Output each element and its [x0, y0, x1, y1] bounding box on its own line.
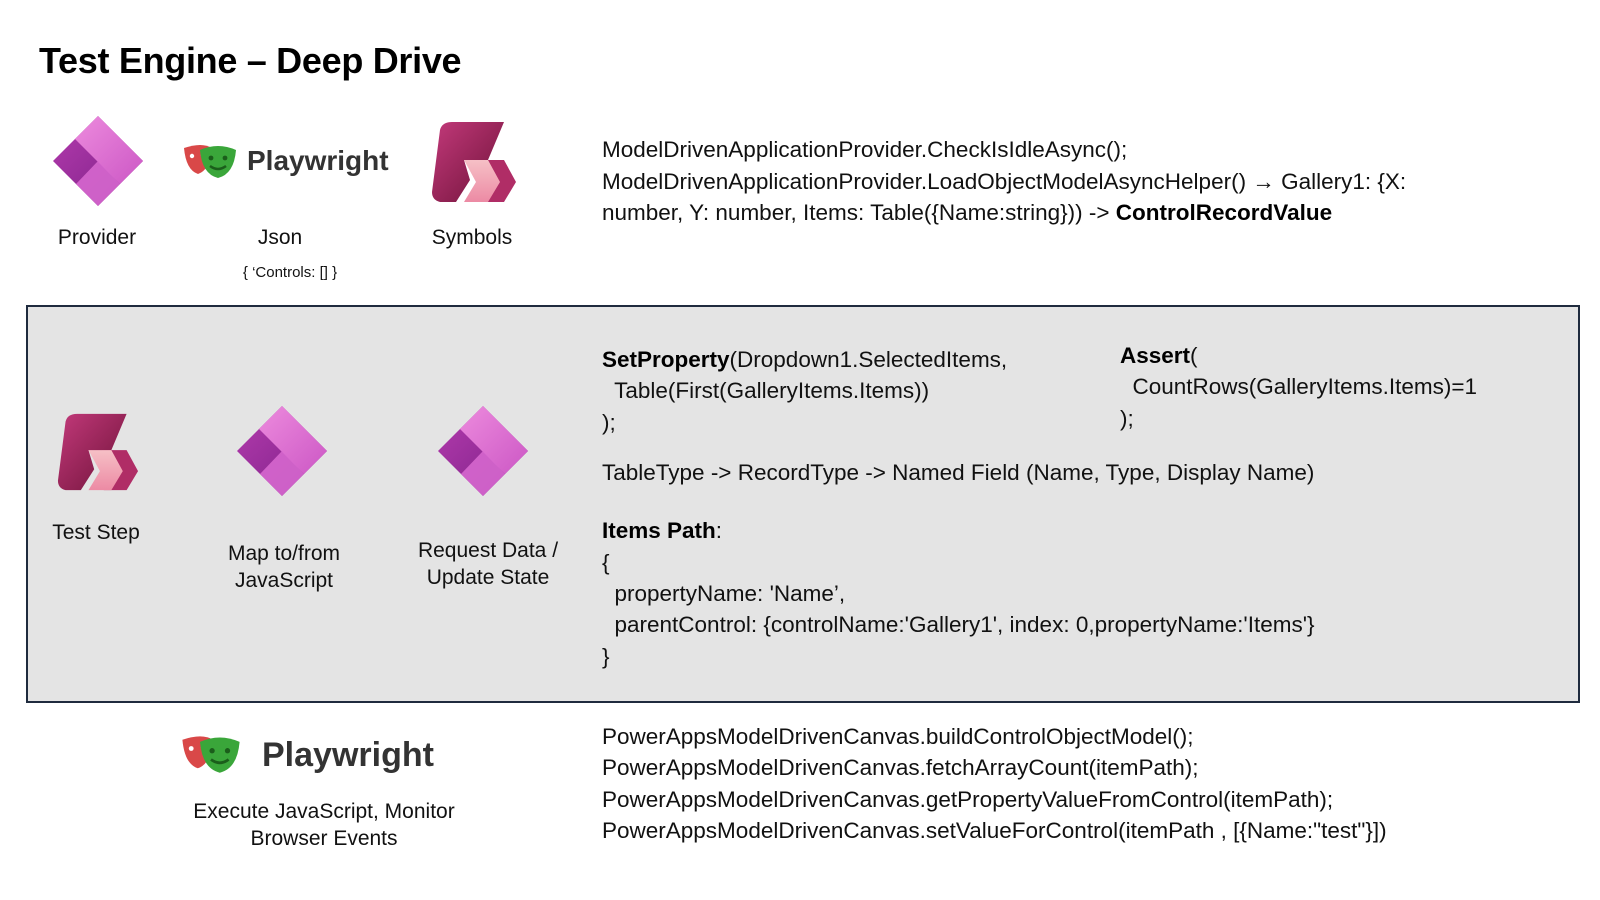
- json-label: Json: [257, 226, 303, 249]
- symbols-icon: [430, 120, 518, 206]
- map-label: Map to/from JavaScript: [227, 542, 341, 592]
- json-note: { ‘Controls: [] }: [242, 264, 338, 281]
- symbols-label: Symbols: [431, 226, 513, 249]
- request-powerapps-icon: [436, 406, 530, 496]
- test-step-symbols-icon: [54, 412, 142, 494]
- bottom-playwright-masks-icon: [178, 730, 244, 778]
- canvas-code-line-1: PowerAppsModelDrivenCanvas.buildControlO…: [602, 724, 1194, 749]
- assert-line-2: CountRows(GalleryItems.Items)=1: [1120, 374, 1477, 399]
- items-path-line-3: parentControl: {controlName:'Gallery1', …: [602, 612, 1315, 637]
- bottom-playwright-logo-text: Playwright: [262, 736, 434, 774]
- request-label: Request Data / Update State: [417, 539, 559, 589]
- test-step-label: Test Step: [52, 521, 140, 544]
- items-path-line-1: {: [602, 550, 610, 575]
- playwright-logo-text: Playwright: [247, 145, 389, 176]
- canvas-code-line-4: PowerAppsModelDrivenCanvas.setValueForCo…: [602, 818, 1387, 843]
- playwright-caption: Execute JavaScript, Monitor Browser Even…: [193, 800, 455, 850]
- provider-code-line-2: ModelDrivenApplicationProvider.LoadObjec…: [602, 169, 1407, 194]
- provider-label: Provider: [57, 226, 137, 249]
- map-powerapps-icon: [235, 406, 329, 496]
- items-path-line-2: propertyName: 'Name’,: [602, 581, 846, 606]
- assert-line-1: Assert(: [1120, 343, 1198, 368]
- provider-code-line-3: number, Y: number, Items: Table({Name:st…: [602, 200, 1333, 225]
- canvas-code-line-2: PowerAppsModelDrivenCanvas.fetchArrayCou…: [602, 755, 1199, 780]
- setproperty-line-3: );: [602, 410, 616, 435]
- assert-function: Assert: [1120, 343, 1191, 368]
- setproperty-line-2: Table(First(GalleryItems.Items)): [602, 378, 930, 403]
- setproperty-function: SetProperty: [602, 347, 730, 372]
- provider-powerapps-icon: [51, 116, 145, 206]
- test-step-panel: [26, 305, 1580, 703]
- playwright-masks-icon: [180, 140, 240, 182]
- control-record-value: ControlRecordValue: [1115, 200, 1333, 225]
- items-path-line-4: }: [602, 644, 610, 669]
- canvas-code-line-3: PowerAppsModelDrivenCanvas.getPropertyVa…: [602, 787, 1334, 812]
- assert-line-3: );: [1120, 406, 1134, 431]
- provider-code-line-1: ModelDrivenApplicationProvider.CheckIsId…: [602, 137, 1128, 162]
- page-title: Test Engine – Deep Drive: [39, 40, 462, 81]
- setproperty-line-1: SetProperty(Dropdown1.SelectedItems,: [602, 347, 1008, 372]
- tabletype-line: TableType -> RecordType -> Named Field (…: [602, 460, 1315, 485]
- items-path-heading: Items Path:: [602, 518, 723, 543]
